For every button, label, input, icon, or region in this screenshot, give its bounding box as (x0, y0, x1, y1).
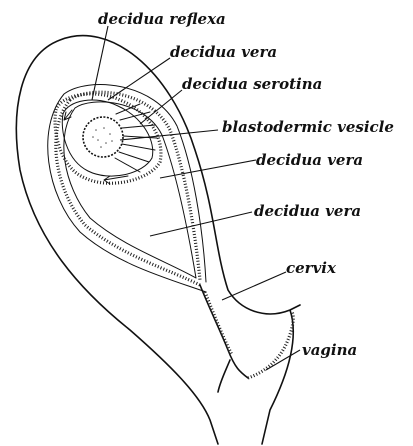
uterus-outer-wall (16, 36, 300, 444)
label-vagina: vagina (302, 341, 357, 359)
blastodermic-vesicle (83, 117, 123, 157)
label-decidua-reflexa: decidua reflexa (98, 10, 226, 28)
label-decidua-vera-3: decidua vera (254, 202, 361, 220)
leader-vagina (266, 350, 300, 370)
leader-decidua-vera-2 (160, 160, 256, 178)
leader-decidua-vera-1 (108, 58, 170, 100)
label-cervix: cervix (286, 259, 337, 277)
cervical-plug (205, 292, 232, 355)
label-blastodermic-vesicle: blastodermic vesicle (222, 118, 394, 136)
leader-blastodermic-vesicle (120, 130, 218, 140)
cavity-inner-line (64, 102, 196, 278)
label-decidua-serotina: decidua serotina (182, 75, 322, 93)
leader-cervix (222, 272, 286, 300)
leader-decidua-vera-3 (150, 212, 252, 236)
cavity-outer-line (48, 85, 206, 292)
label-decidua-vera-2: decidua vera (256, 151, 363, 169)
label-decidua-vera-1: decidua vera (170, 43, 277, 61)
vaginal-outline (218, 360, 230, 392)
